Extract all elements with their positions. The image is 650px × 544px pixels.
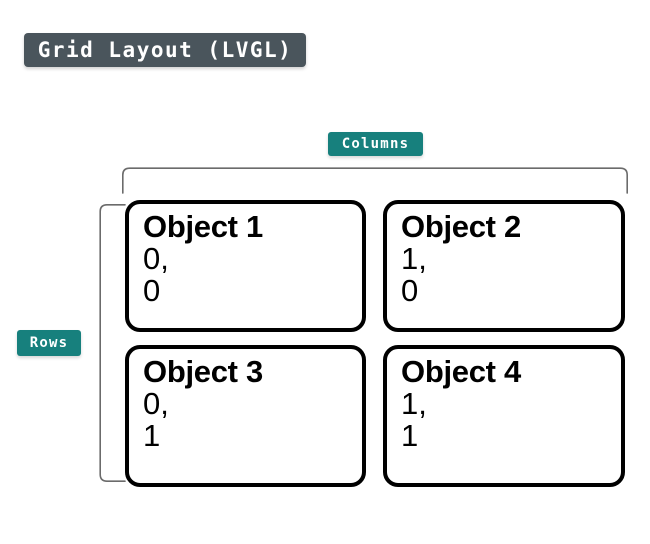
grid-cell-object-3[interactable]: Object 3 0, 1: [125, 345, 366, 487]
object-title: Object 3: [143, 354, 263, 389]
object-title: Object 2: [401, 209, 521, 244]
object-title: Object 4: [401, 354, 521, 389]
page-title-text: Grid Layout (LVGL): [37, 38, 293, 62]
columns-bracket-shape: [122, 167, 628, 194]
object-row-index: 1: [401, 418, 419, 454]
columns-label-text: Columns: [341, 136, 410, 152]
grid-cell-object-1[interactable]: Object 1 0, 0: [125, 200, 366, 332]
rows-bracket-shape: [99, 204, 126, 482]
grid-cell-object-2[interactable]: Object 2 1, 0: [383, 200, 625, 332]
rows-bracket: [92, 200, 126, 486]
object-column-index: 0,: [143, 241, 169, 277]
object-row-index: 0: [401, 273, 419, 309]
object-column-index: 1,: [401, 241, 427, 277]
columns-bracket: [118, 162, 632, 194]
rows-label-text: Rows: [29, 335, 69, 351]
object-title: Object 1: [143, 209, 263, 244]
object-column-index: 1,: [401, 386, 427, 422]
rows-label-badge: Rows: [17, 330, 81, 356]
object-row-index: 0: [143, 273, 161, 309]
page-title: Grid Layout (LVGL): [24, 33, 306, 67]
columns-label-badge: Columns: [328, 132, 423, 156]
grid-cell-object-4[interactable]: Object 4 1, 1: [383, 345, 625, 487]
object-column-index: 0,: [143, 386, 169, 422]
object-grid: Object 1 0, 0 Object 2 1, 0 Object 3 0, …: [125, 200, 625, 487]
object-row-index: 1: [143, 418, 161, 454]
